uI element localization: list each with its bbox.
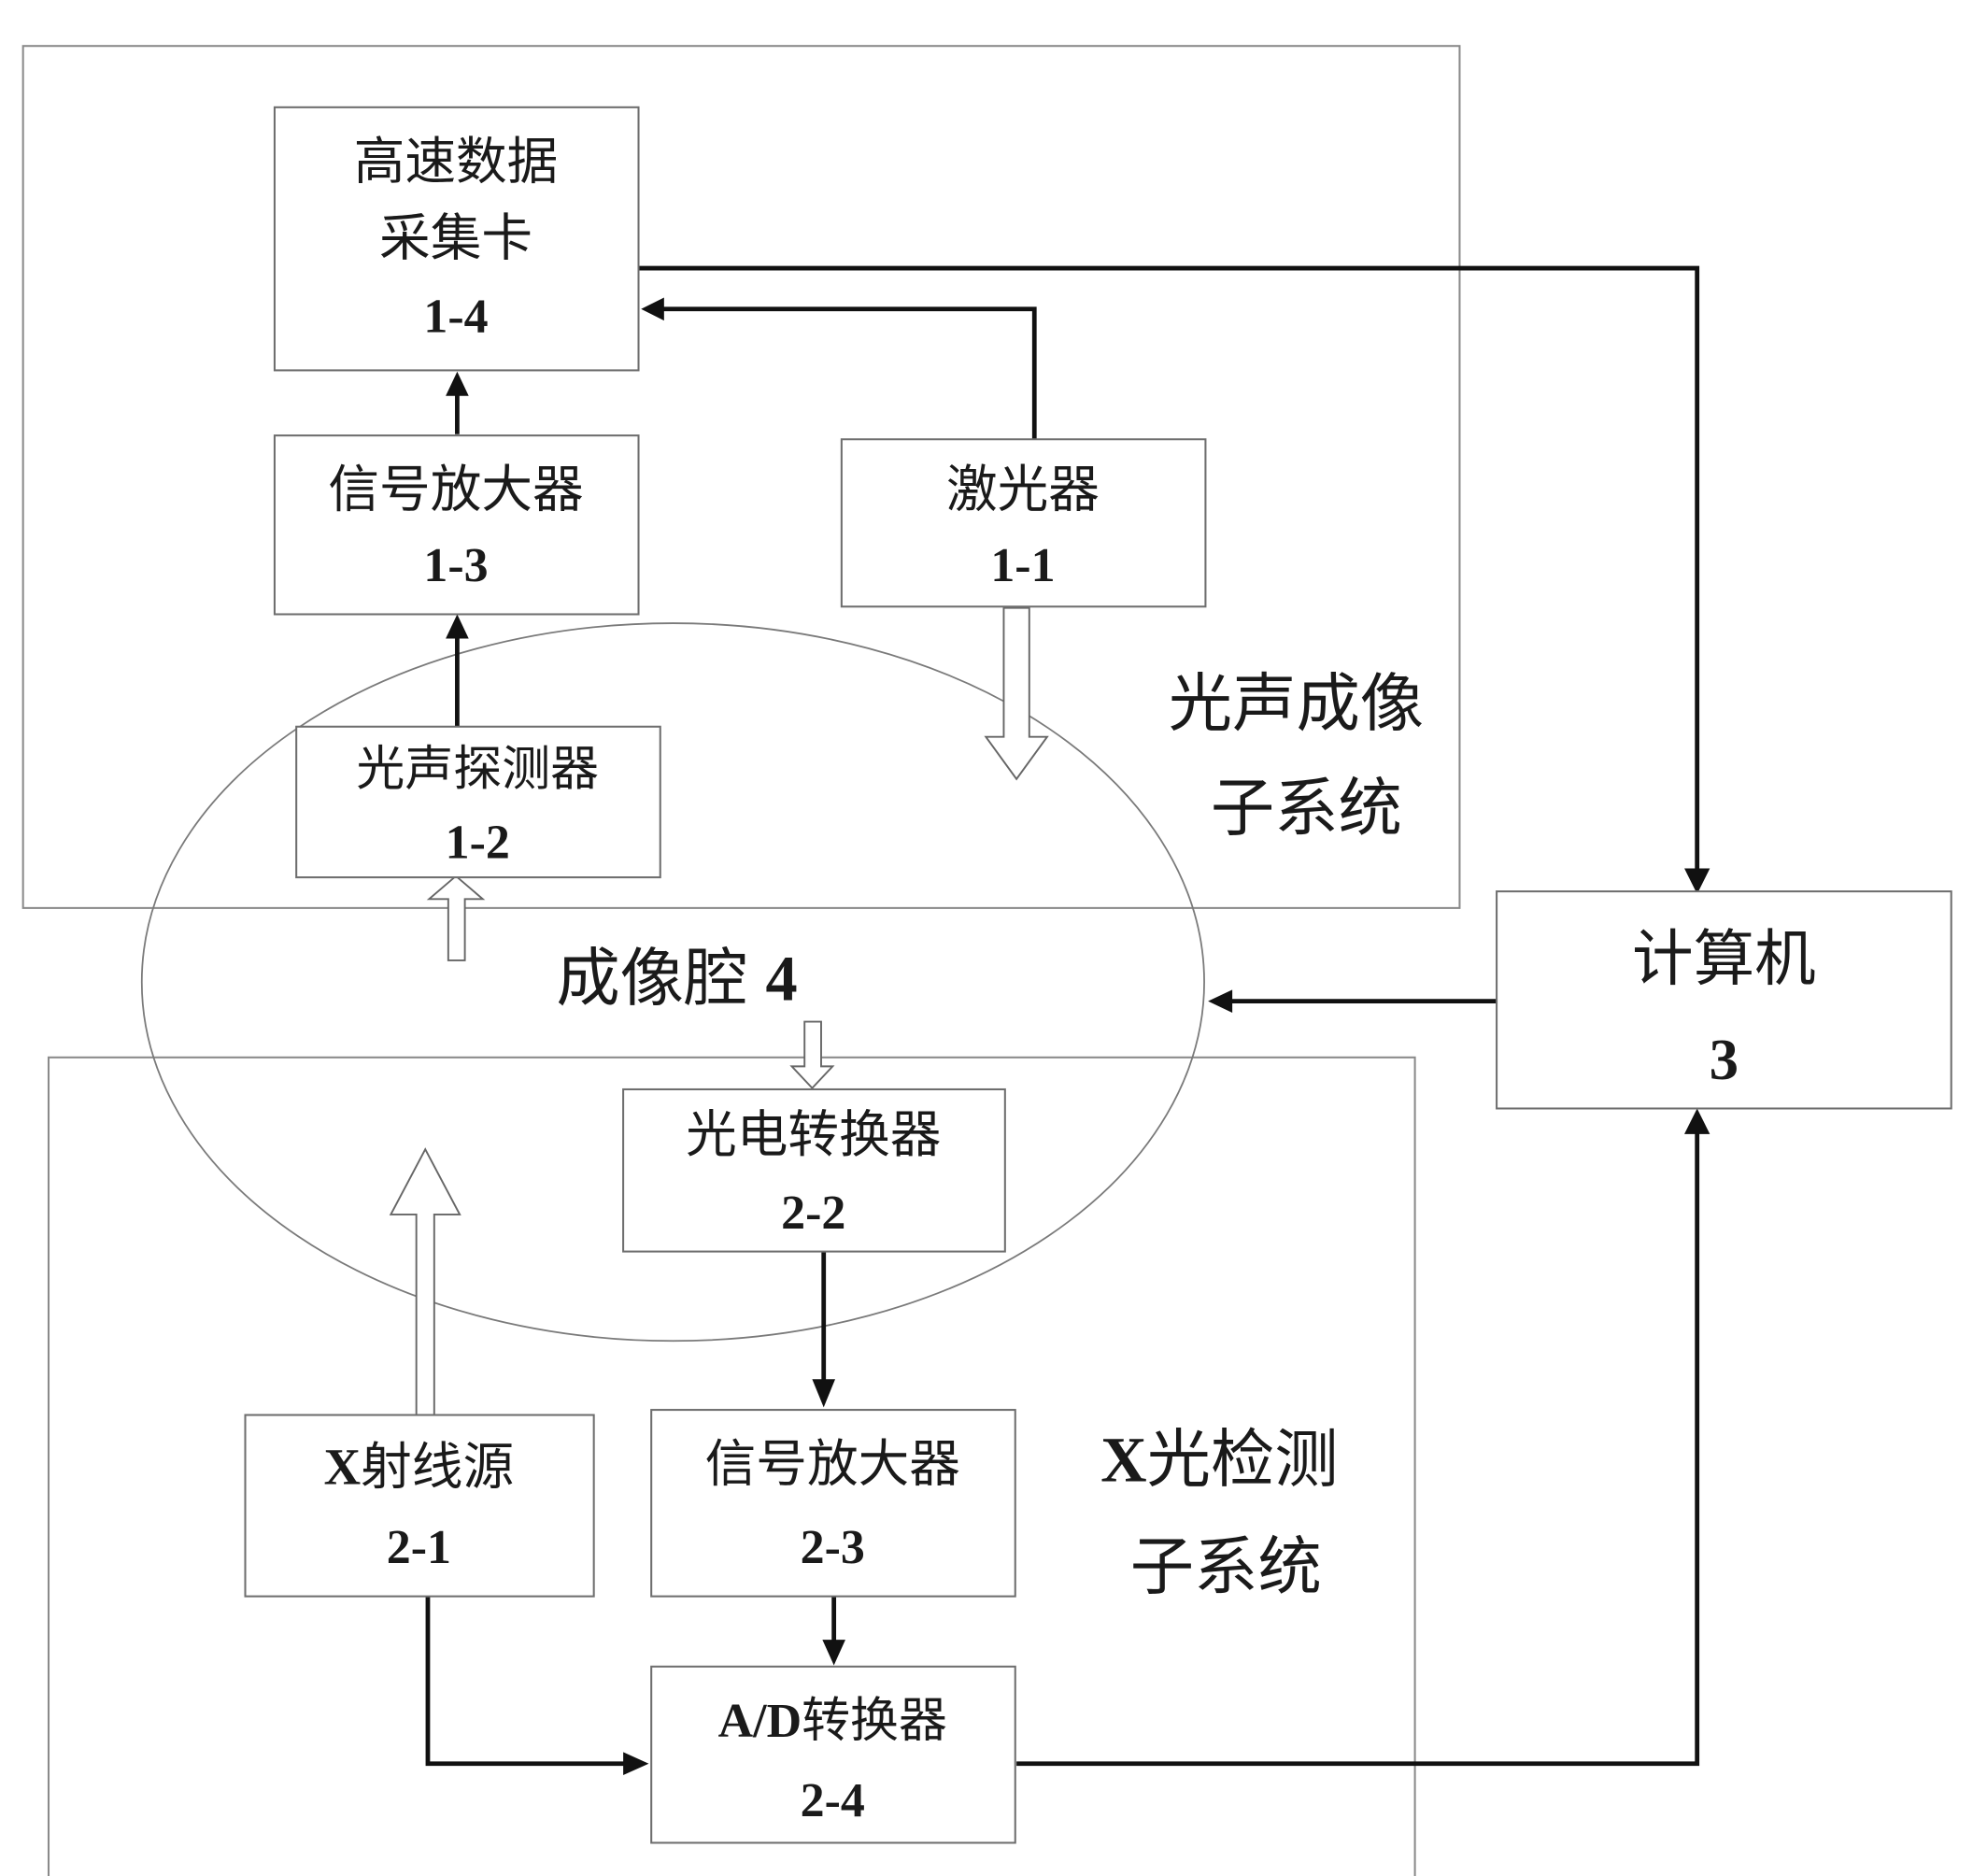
block-computer-3[interactable]: 计算机 3 bbox=[1496, 890, 1952, 1110]
block-2-4-id: 2-4 bbox=[801, 1774, 865, 1827]
block-1-2-name: 光声探测器 bbox=[356, 742, 599, 798]
hollow-arrow-to-photoelectric-converter bbox=[789, 1020, 835, 1090]
wire-2-4-to-computer bbox=[1016, 1129, 1700, 1767]
arrowhead-into-1-3-bottom bbox=[446, 614, 469, 639]
xray-subsystem-label-line2: 子系统 bbox=[1130, 1530, 1322, 1604]
block-2-3-id: 2-3 bbox=[801, 1521, 865, 1574]
block-1-3-name: 信号放大器 bbox=[328, 460, 583, 519]
computer-name: 计算机 bbox=[1632, 923, 1816, 994]
imaging-cavity-name: 成像腔 bbox=[556, 942, 747, 1016]
arrowhead-into-cavity bbox=[1208, 989, 1233, 1013]
block-2-1-label: 射线源 bbox=[361, 1436, 514, 1496]
photoacoustic-subsystem-frame bbox=[21, 45, 1461, 909]
imaging-cavity-label: 成像腔 4 bbox=[556, 942, 797, 1016]
block-1-1-id: 1-1 bbox=[990, 539, 1055, 592]
block-2-2-id: 2-2 bbox=[781, 1187, 845, 1240]
photoacoustic-subsystem-label-line2: 子系统 bbox=[1211, 772, 1402, 846]
imaging-cavity-ellipse bbox=[140, 622, 1205, 1343]
xray-subsystem-label-line1: X光检测 bbox=[1100, 1424, 1338, 1498]
wire-1-1-to-1-4 bbox=[659, 306, 1037, 440]
block-1-4[interactable]: 高速数据 采集卡 1-4 bbox=[273, 106, 640, 372]
block-2-2-name: 光电转换器 bbox=[686, 1104, 941, 1164]
block-1-4-id: 1-4 bbox=[423, 290, 488, 343]
block-1-4-name-line1: 高速数据 bbox=[354, 131, 559, 191]
block-2-4-label: 转换器 bbox=[802, 1693, 947, 1749]
block-2-3[interactable]: 信号放大器 2-3 bbox=[650, 1409, 1016, 1598]
block-1-3[interactable]: 信号放大器 1-3 bbox=[273, 434, 640, 616]
block-1-1[interactable]: 激光器 1-1 bbox=[840, 438, 1207, 608]
hollow-arrow-to-photoacoustic-detector bbox=[426, 874, 486, 961]
arrowhead-into-computer-bottom bbox=[1684, 1108, 1710, 1134]
block-2-4-prefix: A/D bbox=[718, 1695, 802, 1748]
arrowhead-into-computer bbox=[1684, 868, 1710, 894]
block-2-4[interactable]: A/D转换器 2-4 bbox=[650, 1665, 1016, 1844]
arrowhead-into-1-4-bottom bbox=[446, 371, 469, 396]
block-1-2[interactable]: 光声探测器 1-2 bbox=[295, 725, 661, 879]
block-2-1-name: X射线源 bbox=[324, 1436, 514, 1496]
photoacoustic-subsystem-label-line1: 光声成像 bbox=[1169, 667, 1424, 741]
hollow-arrow-laser-beam bbox=[984, 606, 1049, 781]
xray-subsystem-label-text: 光检测 bbox=[1147, 1424, 1339, 1498]
block-2-1[interactable]: X射线源 2-1 bbox=[244, 1414, 595, 1598]
block-2-3-name: 信号放大器 bbox=[705, 1434, 960, 1494]
block-2-1-prefix: X bbox=[324, 1438, 361, 1495]
arrowhead-into-2-4-left bbox=[623, 1752, 649, 1776]
block-2-4-name: A/D转换器 bbox=[718, 1693, 947, 1749]
hollow-arrow-xray-beam bbox=[389, 1147, 461, 1416]
xray-subsystem-frame bbox=[47, 1056, 1416, 1876]
computer-id: 3 bbox=[1710, 1027, 1739, 1092]
block-1-4-name-line2: 采集卡 bbox=[379, 207, 532, 267]
arrowhead-into-2-4-top bbox=[822, 1640, 845, 1666]
block-1-2-id: 1-2 bbox=[446, 817, 510, 870]
imaging-cavity-id: 4 bbox=[766, 943, 798, 1014]
xray-subsystem-prefix: X bbox=[1100, 1425, 1146, 1496]
arrowhead-into-1-4-right bbox=[641, 297, 664, 321]
arrowhead-into-2-3 bbox=[812, 1379, 836, 1408]
block-1-1-name: 激光器 bbox=[946, 460, 1100, 519]
wire-1-4-to-computer bbox=[638, 265, 1700, 874]
block-2-2[interactable]: 光电转换器 2-2 bbox=[622, 1087, 1006, 1253]
block-1-3-id: 1-3 bbox=[423, 539, 488, 592]
block-2-1-id: 2-1 bbox=[387, 1521, 451, 1574]
wire-2-1-to-2-4 bbox=[425, 1596, 626, 1767]
